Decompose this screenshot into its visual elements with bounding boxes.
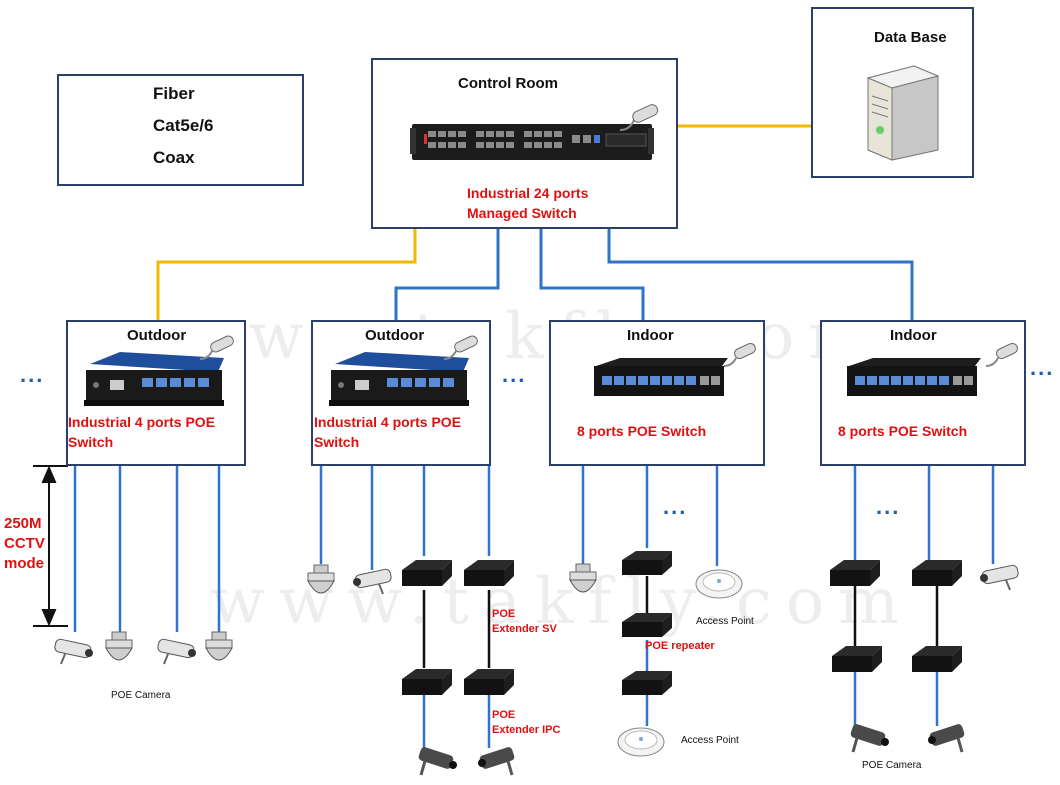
poe-repeater-label: POE repeater (645, 640, 715, 652)
poe-camera-label-right: POE Camera (862, 760, 922, 771)
poe-extender-ipc-label-2: Extender IPC (492, 724, 561, 736)
poe-extender-icon (402, 560, 452, 586)
dome-camera-icon (105, 631, 133, 661)
indoor-camera-icon-1 (723, 342, 756, 367)
outdoor-switch-title-2: Outdoor (365, 327, 425, 344)
poe-extender-icon (402, 669, 452, 695)
distance-line3: mode (4, 555, 45, 572)
poe-switch-icon-2 (847, 358, 981, 396)
bullet-camera-icon (353, 568, 392, 595)
indoor-camera-icon-2 (985, 342, 1018, 367)
poe-extender-icon (830, 560, 880, 586)
poe-extender-sv-label-2: Extender SV (492, 623, 557, 635)
access-point-label-2: Access Point (681, 735, 739, 746)
ellipsis-right: ... (1030, 355, 1055, 380)
legend-label-fiber: Fiber (153, 84, 195, 103)
legend-label-coax: Coax (153, 148, 195, 167)
poe-extender-ipc-label-1: POE (492, 709, 516, 721)
distance-marker (33, 465, 68, 627)
dome-camera-icon (205, 631, 233, 661)
ip-camera-icon (418, 747, 457, 776)
legend-box (57, 74, 304, 186)
outdoor-switch-line2-2: Switch (314, 434, 360, 450)
ellipsis-indoor-1: ... (663, 494, 688, 519)
poe-extender-icon (912, 646, 962, 672)
bullet-camera-icon (980, 564, 1019, 591)
control-room-device-line1: Industrial 24 ports (467, 185, 589, 201)
dome-camera-icon (307, 564, 335, 594)
database-title: Data Base (874, 29, 947, 46)
poe-injector-icon (622, 551, 672, 575)
outdoor-switch-title-1: Outdoor (127, 327, 187, 344)
outdoor-camera-icon-1 (199, 335, 234, 360)
coax-links (422, 576, 939, 668)
bullet-camera-icon (54, 638, 93, 665)
poe-extender-icon (832, 646, 882, 672)
control-room-camera-icon (619, 104, 659, 131)
distance-line2: CCTV (4, 535, 45, 552)
fiber-links (156, 124, 812, 321)
poe-extender-icon (912, 560, 962, 586)
outdoor-switch-line1-2: Industrial 4 ports POE (314, 414, 462, 430)
ip-camera-icon (850, 724, 889, 753)
poe-injector-icon (622, 671, 672, 695)
fiber-link-outdoor-1 (156, 228, 417, 321)
access-point-label-1: Access Point (696, 616, 754, 627)
managed-switch-icon (410, 124, 654, 160)
server-icon (866, 65, 940, 161)
dome-camera-icon (569, 563, 597, 593)
poe-extender-sv-label-1: POE (492, 608, 516, 620)
poe-extender-icon (464, 669, 514, 695)
poe-extender-icon (464, 560, 514, 586)
cat5-link-outdoor-2 (394, 228, 500, 321)
poe-repeater-icon (622, 613, 672, 637)
indoor-switch-line1-1: 8 ports POE Switch (577, 423, 707, 439)
control-room-device-line2: Managed Switch (467, 205, 577, 221)
indoor-switch-title-2: Indoor (890, 327, 937, 344)
cat5-links (394, 228, 914, 321)
ellipsis-indoor-2: ... (876, 494, 901, 519)
industrial-switch-icon-2 (329, 352, 469, 406)
access-point-icon (617, 727, 665, 757)
bullet-camera-icon (157, 638, 196, 665)
ip-camera-icon (928, 724, 965, 753)
control-room-title: Control Room (458, 75, 558, 92)
indoor-switch-title-1: Indoor (627, 327, 674, 344)
outdoor-switch-line2-1: Switch (68, 434, 114, 450)
industrial-switch-icon-1 (84, 352, 224, 406)
drop-links (73, 466, 995, 748)
ellipsis-left: ... (20, 362, 45, 387)
cat5-link-indoor-1 (539, 228, 645, 321)
poe-switch-icon-1 (594, 358, 728, 396)
ip-camera-icon (478, 747, 515, 776)
outdoor-switch-line1-1: Industrial 4 ports POE (68, 414, 216, 430)
ellipsis-mid: ... (502, 362, 527, 387)
legend-label-cat5: Cat5e/6 (153, 116, 214, 135)
indoor-switch-line1-2: 8 ports POE Switch (838, 423, 968, 439)
outdoor-camera-icon-2 (443, 335, 478, 360)
access-point-icon (695, 569, 743, 599)
distance-line1: 250M (4, 515, 42, 532)
cat5-link-indoor-2 (607, 228, 914, 321)
poe-camera-label-left: POE Camera (111, 690, 171, 701)
